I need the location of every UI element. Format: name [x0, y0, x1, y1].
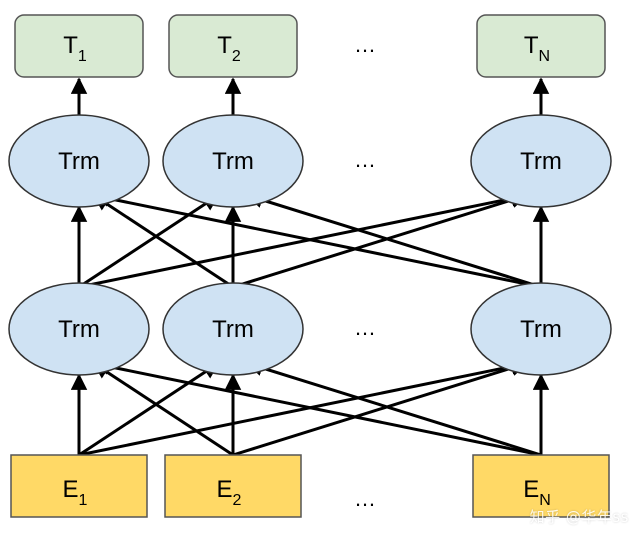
- output-node-2: T2: [168, 14, 298, 78]
- arrow-input-3-to-1: [92, 358, 542, 457]
- ellipsis-2: …: [354, 147, 376, 172]
- bottom-trm-2: Trm: [162, 282, 304, 376]
- input-1-label-sub: 1: [79, 492, 88, 509]
- output-3-label-base: T: [524, 32, 539, 59]
- ellipsis-1: …: [354, 32, 376, 57]
- arrow-input-3-to-2: [246, 360, 542, 457]
- trm-ellipse: [8, 114, 150, 208]
- bottom-trm-1: Trm: [8, 282, 150, 376]
- arrow-layer-3-to-2: [246, 192, 542, 289]
- top-trm-label: Trm: [520, 148, 562, 175]
- connection-arrows: [70, 77, 550, 457]
- arrow-input-2-to-1: [92, 362, 234, 457]
- input-box: [10, 454, 148, 518]
- arrow-input-2-to-3: [232, 360, 528, 457]
- input-node-3: EN: [472, 454, 610, 518]
- input-box: [164, 454, 302, 518]
- output-2-label-sub: 2: [232, 48, 241, 65]
- trm-ellipse: [8, 282, 150, 376]
- trm-ellipse: [162, 282, 304, 376]
- input-2-label-sub: 2: [233, 492, 242, 509]
- output-1-label: T1: [63, 32, 87, 65]
- output-box: [476, 14, 606, 78]
- arrow-layer-1-to-2: [78, 194, 220, 289]
- input-3-label: EN: [523, 476, 551, 509]
- ellipsis-4: …: [354, 486, 376, 511]
- ellipsis-3: …: [354, 315, 376, 340]
- output-box: [14, 14, 144, 78]
- output-1-label-sub: 1: [78, 48, 87, 65]
- input-2-label: E2: [217, 476, 242, 509]
- output-node-3: TN: [476, 14, 606, 78]
- bottom-trm-label: Trm: [520, 316, 562, 343]
- trm-ellipse: [162, 114, 304, 208]
- input-1-label: E1: [63, 476, 88, 509]
- arrow-layer-2-to-1: [92, 194, 234, 289]
- input-1-label-base: E: [63, 476, 79, 503]
- arrow-input-1-to-2: [78, 362, 220, 457]
- output-box: [168, 14, 298, 78]
- trm-ellipse: [470, 114, 612, 208]
- bottom-trm-3: Trm: [470, 282, 612, 376]
- output-3-label: TN: [524, 32, 550, 65]
- output-3-label-sub: N: [539, 48, 551, 65]
- input-3-label-sub: N: [539, 492, 551, 509]
- arrow-layer-3-to-1: [92, 190, 542, 289]
- arrow-layer-1-to-3: [78, 190, 528, 289]
- output-2-label-base: T: [217, 32, 232, 59]
- watermark: 知乎 @华年ss: [529, 508, 629, 526]
- input-3-label-base: E: [523, 476, 539, 503]
- input-node-2: E2: [164, 454, 302, 518]
- bottom-trm-label: Trm: [58, 316, 100, 343]
- top-trm-label: Trm: [212, 148, 254, 175]
- trm-ellipse: [470, 282, 612, 376]
- top-trm-2: Trm: [162, 114, 304, 208]
- top-trm-3: Trm: [470, 114, 612, 208]
- output-2-label: T2: [217, 32, 241, 65]
- input-2-label-base: E: [217, 476, 233, 503]
- bottom-trm-label: Trm: [212, 316, 254, 343]
- arrow-input-1-to-3: [78, 358, 528, 457]
- arrow-layer-2-to-3: [232, 192, 528, 289]
- input-box: [472, 454, 610, 518]
- output-node-1: T1: [14, 14, 144, 78]
- input-node-1: E1: [10, 454, 148, 518]
- top-trm-label: Trm: [58, 148, 100, 175]
- output-1-label-base: T: [63, 32, 78, 59]
- top-trm-1: Trm: [8, 114, 150, 208]
